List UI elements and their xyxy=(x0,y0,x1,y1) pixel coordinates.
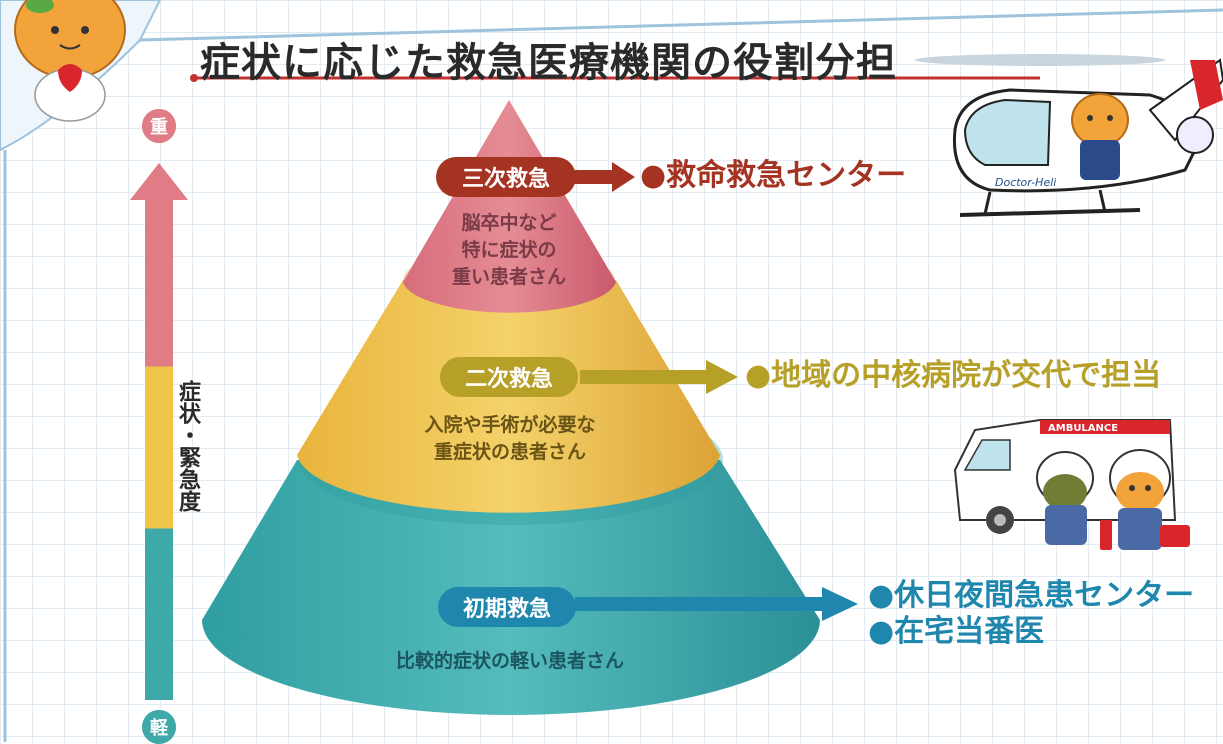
tier-tertiary-description: 脳卒中など 特に症状の 重い患者さん xyxy=(451,212,566,288)
tier-primary-destinations: ●休日夜間急患センター ●在宅当番医 xyxy=(868,578,1195,649)
mascot-top-left xyxy=(14,0,126,122)
title-underline xyxy=(190,74,1040,82)
tier-secondary-label: 二次救急 xyxy=(440,357,578,397)
page-title: 症状に応じた救急医療機関の役割分担 xyxy=(200,40,897,86)
tier-arrows xyxy=(575,162,858,621)
ambulance-text: AMBULANCE xyxy=(1048,423,1118,434)
helicopter-text: Doctor-Heli xyxy=(995,176,1056,189)
helicopter-illustration: Doctor-Heli xyxy=(915,54,1223,217)
ambulance-illustration: AMBULANCE xyxy=(953,419,1190,550)
tier-tertiary-label: 三次救急 xyxy=(436,157,576,197)
tier-secondary-destination: ●地域の中核病院が交代で担当 xyxy=(745,358,1162,393)
axis-label: 症状・緊急度 xyxy=(175,380,200,512)
tier-secondary-description: 入院や手術が必要な 重症状の患者さん xyxy=(424,414,596,463)
cone-pyramid xyxy=(202,100,820,715)
tier-primary-description: 比較的症状の軽い患者さん xyxy=(395,650,624,672)
tier-tertiary-destination: ●救命救急センター xyxy=(640,158,907,193)
axis-bottom-label: 軽 xyxy=(142,710,176,744)
axis-top-label: 重 xyxy=(142,109,176,143)
tier-primary-label: 初期救急 xyxy=(438,587,576,627)
